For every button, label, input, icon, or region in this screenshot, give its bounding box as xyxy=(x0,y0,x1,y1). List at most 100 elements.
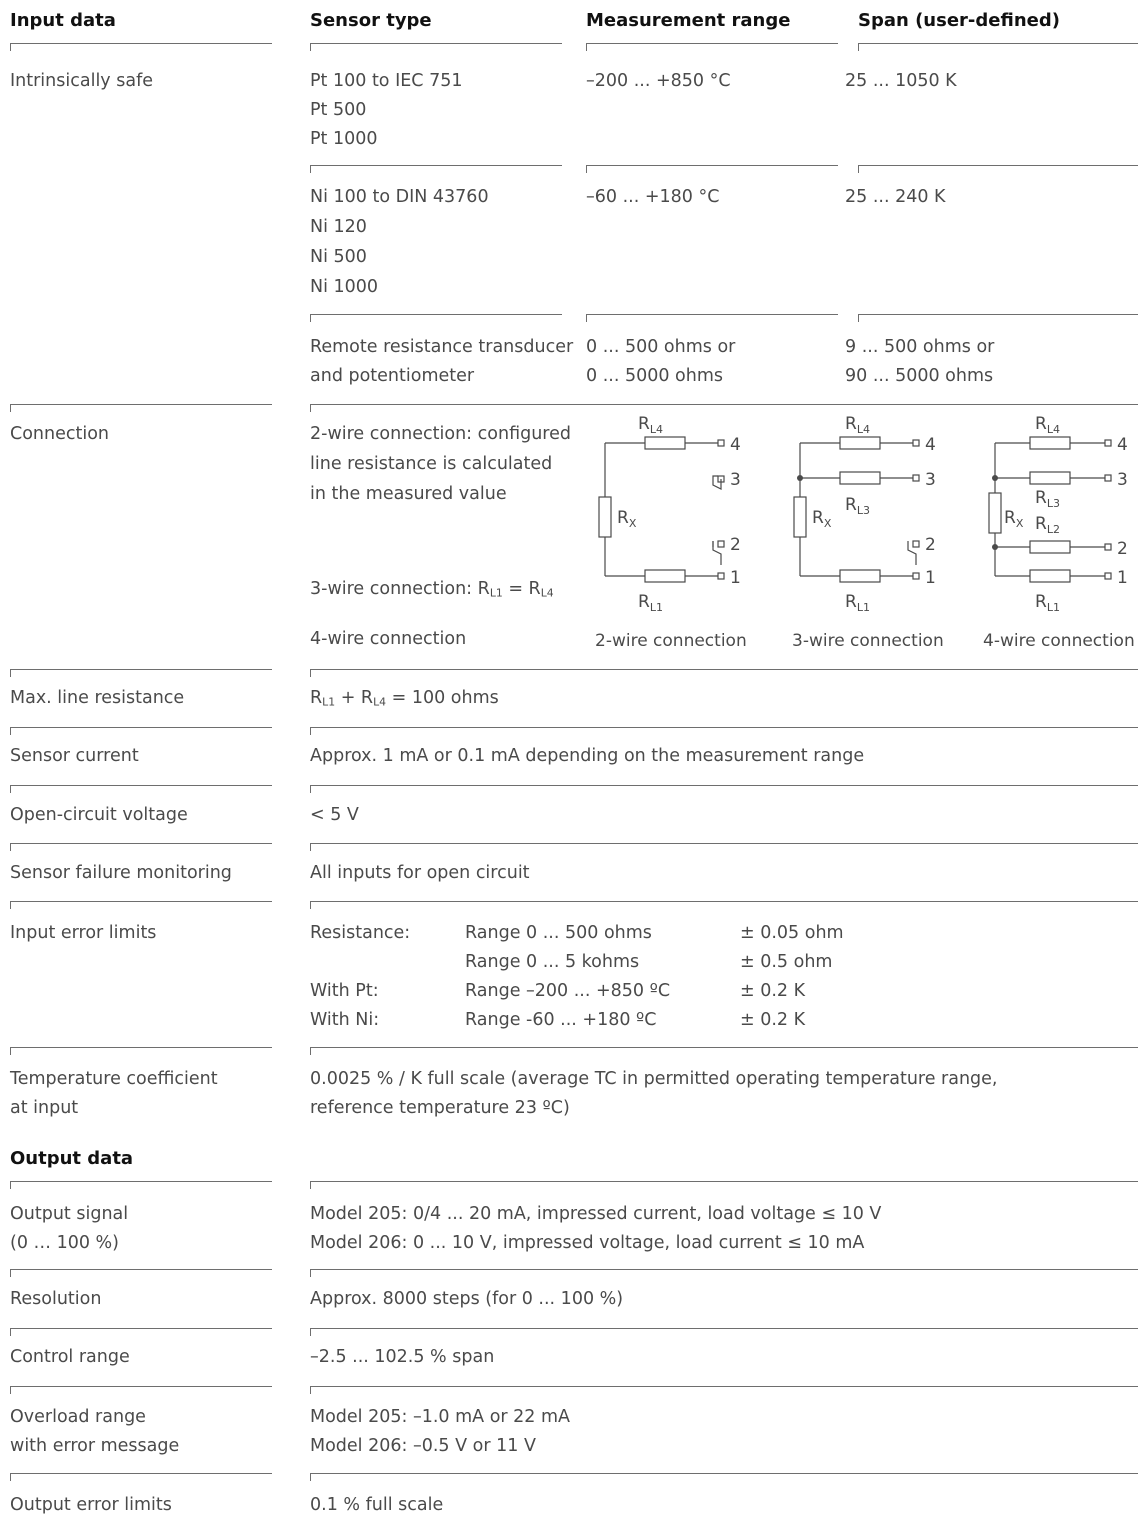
overload-value-2: Model 206: –0.5 V or 11 V xyxy=(310,1436,536,1456)
terminal-1: 1 xyxy=(730,568,741,588)
svg-text:2: 2 xyxy=(925,535,936,555)
error-row-3-col-2: Range –200 ... +850 ºC xyxy=(465,981,671,1001)
svg-text:3: 3 xyxy=(1117,470,1128,490)
error-row-2-col-3: ± 0.5 ohm xyxy=(740,952,833,972)
svg-text:RL4: RL4 xyxy=(845,414,870,436)
rule xyxy=(10,843,272,851)
resolution-value: Approx. 8000 steps (for 0 ... 100 %) xyxy=(310,1289,624,1309)
rule xyxy=(586,165,838,173)
rule xyxy=(310,1386,1138,1394)
output-error-value: 0.1 % full scale xyxy=(310,1495,444,1515)
rule xyxy=(858,165,1138,173)
rule xyxy=(858,314,1138,322)
rule xyxy=(310,843,1138,851)
svg-text:2: 2 xyxy=(1117,539,1128,559)
svg-text:RL3: RL3 xyxy=(845,495,870,517)
failure-label: Sensor failure monitoring xyxy=(10,863,232,883)
span-heading: Span (user-defined) xyxy=(858,10,1060,31)
sensor-current-label: Sensor current xyxy=(10,746,139,766)
error-row-4-col-3: ± 0.2 K xyxy=(740,1010,806,1030)
sensor-current-value: Approx. 1 mA or 0.1 mA depending on the … xyxy=(310,746,865,766)
overload-label-2: with error message xyxy=(10,1436,180,1456)
output-signal-label-2: (0 … 100 %) xyxy=(10,1233,120,1253)
rule xyxy=(586,43,838,51)
output-data-heading: Output data xyxy=(10,1148,134,1169)
svg-text:RL1: RL1 xyxy=(845,592,870,614)
svg-text:4: 4 xyxy=(925,435,936,455)
max-line-resistance-label: Max. line resistance xyxy=(10,688,185,708)
connection-label: Connection xyxy=(10,424,110,444)
error-row-3-col-3: ± 0.2 K xyxy=(740,981,806,1001)
max-line-resistance-value: RL1 + RL4 = 100 ohms xyxy=(310,688,499,709)
rule xyxy=(310,1473,1138,1481)
ni-type-1: Ni 100 to DIN 43760 xyxy=(310,187,489,207)
rule xyxy=(310,727,1138,735)
caption-three-wire: 3-wire connection xyxy=(792,631,944,651)
ni-type-3: Ni 500 xyxy=(310,247,367,267)
control-range-label: Control range xyxy=(10,1347,130,1367)
sensor-type-heading: Sensor type xyxy=(310,10,432,31)
overload-value-1: Model 205: –1.0 mA or 22 mA xyxy=(310,1407,571,1427)
rl4-label: RL4 xyxy=(638,414,663,436)
rule xyxy=(310,165,562,173)
svg-text:RL1: RL1 xyxy=(1035,592,1060,614)
error-row-4-col-2: Range -60 ... +180 ºC xyxy=(465,1010,657,1030)
pt-type-3: Pt 1000 xyxy=(310,129,378,149)
svg-text:RL2: RL2 xyxy=(1035,514,1060,536)
pt-span: 25 ... 1050 K xyxy=(845,71,957,91)
rl1-label: RL1 xyxy=(638,592,663,614)
rule xyxy=(10,1386,272,1394)
ni-span: 25 ... 240 K xyxy=(845,187,946,207)
resolution-label: Resolution xyxy=(10,1289,102,1309)
remote-type-1: Remote resistance transducer xyxy=(310,337,574,357)
rule xyxy=(586,314,838,322)
svg-text:4: 4 xyxy=(1117,435,1128,455)
four-wire-diagram: RL4 RL3 RL2 RX RL1 4 3 2 1 xyxy=(988,414,1128,614)
output-signal-label-1: Output signal xyxy=(10,1204,129,1224)
two-wire-desc-2: line resistance is calculated xyxy=(310,454,553,474)
rule xyxy=(10,1269,272,1277)
caption-two-wire: 2-wire connection xyxy=(595,631,747,651)
failure-value: All inputs for open circuit xyxy=(310,863,530,883)
two-wire-diagram: RL4 RX RL1 4 3 2 1 xyxy=(598,414,741,614)
remote-span-2: 90 ... 5000 ohms xyxy=(845,366,994,386)
rule xyxy=(310,669,1138,677)
terminal-4: 4 xyxy=(730,435,741,455)
error-row-3-col-1: With Pt: xyxy=(310,981,379,1001)
rule xyxy=(310,1181,1138,1189)
svg-text:RX: RX xyxy=(812,508,832,530)
rx-label: RX xyxy=(617,508,637,530)
rule xyxy=(10,1473,272,1481)
ni-range: –60 ... +180 °C xyxy=(586,187,720,207)
rule xyxy=(310,404,1138,412)
rule xyxy=(10,901,272,909)
rule xyxy=(310,43,562,51)
rule xyxy=(10,1047,272,1055)
caption-four-wire: 4-wire connection xyxy=(983,631,1135,651)
temp-coeff-label-1: Temperature coefficient xyxy=(10,1069,218,1089)
intrinsically-safe-label: Intrinsically safe xyxy=(10,71,153,91)
terminal-2: 2 xyxy=(730,535,741,555)
error-row-4-col-1: With Ni: xyxy=(310,1010,380,1030)
svg-text:1: 1 xyxy=(1117,568,1128,588)
temp-coeff-label-2: at input xyxy=(10,1098,79,1118)
ni-type-2: Ni 120 xyxy=(310,217,367,237)
output-signal-value-2: Model 206: 0 ... 10 V, impressed voltage… xyxy=(310,1233,865,1253)
error-row-1-col-2: Range 0 ... 500 ohms xyxy=(465,923,652,943)
remote-type-2: and potentiometer xyxy=(310,366,475,386)
error-row-1-col-3: ± 0.05 ohm xyxy=(740,923,844,943)
rule xyxy=(10,727,272,735)
rule xyxy=(310,1047,1138,1055)
svg-text:RX: RX xyxy=(1004,508,1024,530)
rule xyxy=(310,785,1138,793)
pt-type-2: Pt 500 xyxy=(310,100,367,120)
measurement-range-heading: Measurement range xyxy=(586,10,791,31)
four-wire-desc: 4-wire connection xyxy=(310,629,467,649)
pt-range: –200 ... +850 °C xyxy=(586,71,731,91)
rule xyxy=(310,1269,1138,1277)
rule xyxy=(10,1181,272,1189)
two-wire-desc-3: in the measured value xyxy=(310,484,507,504)
svg-text:RL3: RL3 xyxy=(1035,488,1060,510)
rule xyxy=(10,669,272,677)
rule xyxy=(310,314,562,322)
